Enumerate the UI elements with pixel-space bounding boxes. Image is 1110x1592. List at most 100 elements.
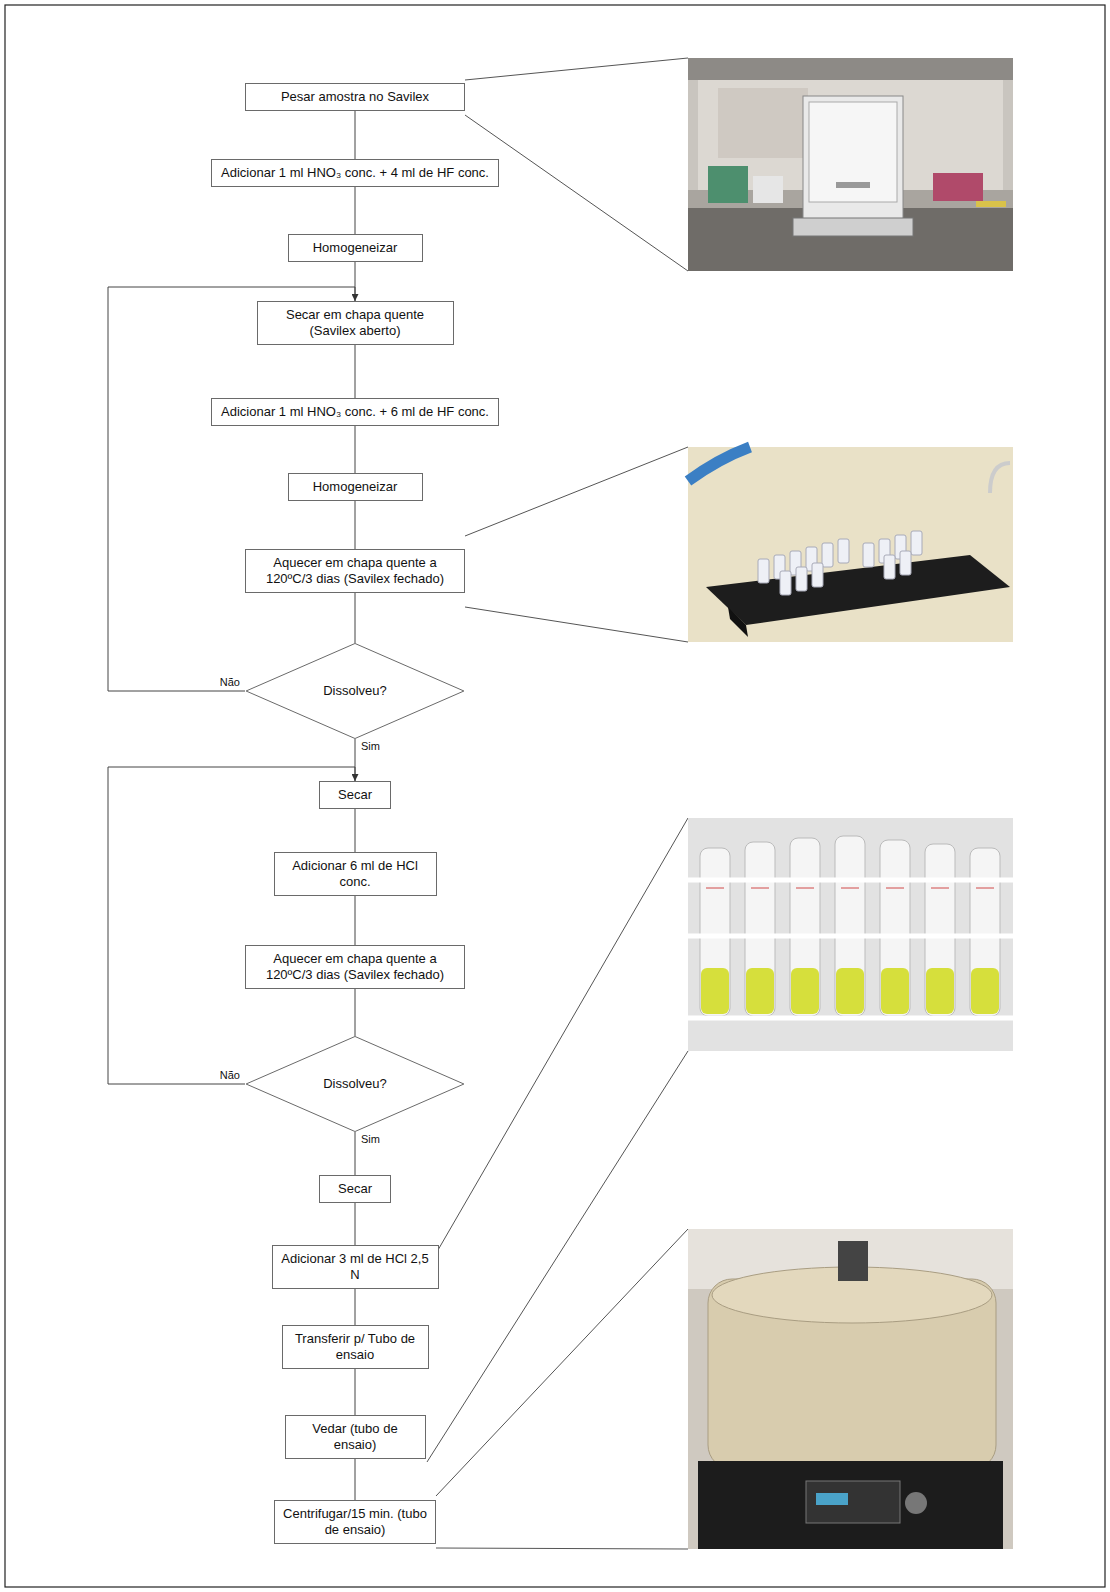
hot-plate-foot — [728, 607, 748, 637]
connector — [355, 426, 356, 473]
leader-line — [427, 1051, 688, 1462]
edge-label: Sim — [360, 1133, 381, 1146]
graduation — [841, 888, 859, 889]
leader-line — [465, 447, 688, 536]
graduation — [931, 888, 949, 889]
node-text: Adicionar 6 ml de HCl conc. — [283, 858, 428, 890]
graduation — [886, 888, 904, 889]
knob — [905, 1492, 927, 1514]
process-box: Centrifugar/15 min. (tubo de ensaio) — [274, 1500, 436, 1544]
node-text: Dissolveu? — [323, 1076, 387, 1092]
leader-line — [438, 818, 688, 1250]
connector — [355, 809, 356, 852]
decision-diamond: Dissolveu? — [245, 643, 465, 739]
rack-bar — [688, 878, 1013, 883]
graduation — [751, 888, 769, 889]
photo-ground — [688, 447, 1013, 642]
hotplate-photo — [688, 447, 1013, 642]
node-text: Aquecer em chapa quente a 120ºC/3 dias (… — [254, 951, 456, 983]
connector — [108, 767, 355, 1084]
node-text: Adicionar 3 ml de HCl 2,5 N — [281, 1251, 430, 1283]
vial — [863, 543, 874, 567]
vial — [758, 559, 769, 583]
diamond-shape — [246, 1036, 464, 1131]
connector — [355, 1132, 356, 1175]
node-text: Aquecer em chapa quente a 120ºC/3 dias (… — [254, 555, 456, 587]
vial — [911, 531, 922, 555]
tube-liquid — [881, 968, 909, 1014]
centrifuge-photo — [688, 1229, 1013, 1549]
leader-line — [465, 58, 688, 80]
liquid — [701, 968, 999, 1014]
process-box: Aquecer em chapa quente a 120ºC/3 dias (… — [245, 549, 465, 593]
bench-item — [753, 176, 783, 203]
tube — [745, 842, 775, 1016]
node-text: Adicionar 1 ml HNO₃ conc. + 6 ml de HF c… — [220, 404, 490, 420]
hood-top — [688, 58, 1013, 80]
connector — [355, 1289, 356, 1325]
rack-bar — [688, 934, 1013, 939]
connector — [355, 989, 356, 1036]
tube — [880, 840, 910, 1016]
centrifuge-base — [698, 1461, 1003, 1549]
graduation — [796, 888, 814, 889]
vial — [884, 555, 895, 579]
test-tubes-photo — [688, 818, 1013, 1051]
process-box: Secar — [319, 1175, 391, 1203]
leader-line — [465, 115, 688, 271]
node-text: Secar — [328, 787, 382, 803]
connector — [355, 501, 356, 549]
bench-item — [708, 166, 748, 203]
balance-glass — [809, 102, 897, 202]
vials — [758, 531, 922, 595]
leader-line — [436, 1229, 688, 1496]
vial — [900, 551, 911, 575]
vial — [796, 567, 807, 591]
process-box: Adicionar 1 ml HNO₃ conc. + 4 ml de HF c… — [211, 159, 499, 187]
tube — [835, 836, 865, 1016]
hot-plate — [706, 555, 1010, 625]
faucet — [990, 463, 1010, 493]
leader-line — [436, 1548, 688, 1549]
tube-liquid — [701, 968, 729, 1014]
tube — [700, 848, 730, 1016]
photo-ground — [688, 1229, 1013, 1549]
process-box: Adicionar 3 ml de HCl 2,5 N — [272, 1245, 439, 1289]
process-box: Vedar (tubo de ensaio) — [285, 1415, 426, 1459]
node-text: Vedar (tubo de ensaio) — [294, 1421, 417, 1453]
process-box: Homogeneizar — [288, 234, 423, 262]
node-text: Transferir p/ Tubo de ensaio — [291, 1331, 420, 1363]
edge-label: Sim — [360, 740, 381, 753]
page-frame — [5, 5, 1105, 1587]
connector — [355, 187, 356, 234]
node-text: Secar — [328, 1181, 382, 1197]
node-text: Centrifugar/15 min. (tubo de ensaio) — [283, 1506, 427, 1538]
vial — [812, 563, 823, 587]
graduation — [976, 888, 994, 889]
connector — [355, 593, 356, 643]
node-text: Pesar amostra no Savilex — [254, 89, 456, 105]
photo-ground — [688, 58, 1013, 271]
decision-diamond: Dissolveu? — [245, 1036, 465, 1132]
connector — [355, 1369, 356, 1415]
tube — [925, 844, 955, 1016]
diamond-shape — [246, 643, 464, 738]
node-text: Homogeneizar — [297, 240, 414, 256]
process-box: Adicionar 1 ml HNO₃ conc. + 6 ml de HF c… — [211, 398, 499, 426]
node-text: Adicionar 1 ml HNO₃ conc. + 4 ml de HF c… — [220, 165, 490, 181]
connector — [355, 1203, 356, 1245]
process-box: Secar em chapa quente (Savilex aberto) — [257, 301, 454, 345]
display — [816, 1493, 848, 1505]
process-box: Homogeneizar — [288, 473, 423, 501]
node-text: Dissolveu? — [323, 683, 387, 699]
process-box: Transferir p/ Tubo de ensaio — [282, 1325, 429, 1369]
edge-label: Não — [219, 1069, 241, 1082]
process-box: Adicionar 6 ml de HCl conc. — [274, 852, 437, 896]
rack-bar — [688, 1016, 1013, 1021]
tubes — [700, 836, 1000, 1016]
connector — [355, 896, 356, 945]
connector — [355, 345, 356, 398]
bench-item — [976, 201, 1006, 207]
